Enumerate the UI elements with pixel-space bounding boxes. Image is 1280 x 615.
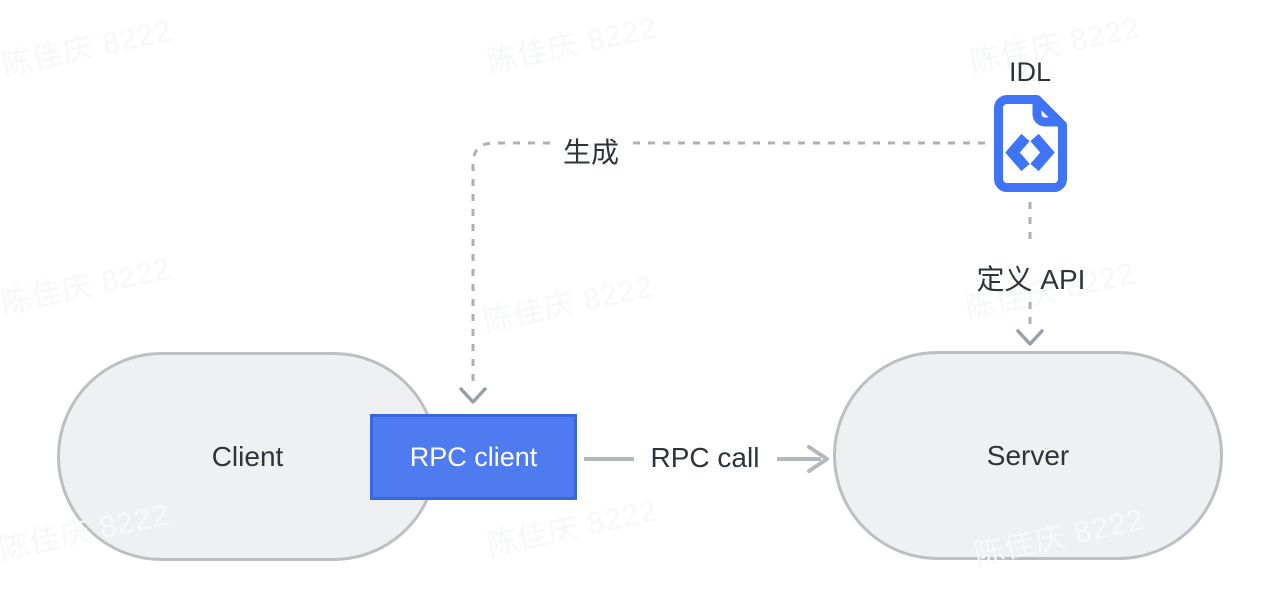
watermark: 陈佳庆 8222 — [0, 252, 175, 321]
dogear-fold — [1032, 101, 1059, 127]
rpc-client-box-label: RPC client — [409, 441, 538, 472]
server-node: Server — [833, 351, 1223, 560]
watermark: 陈佳庆 8222 — [0, 252, 175, 321]
define-api-edge-arrowhead — [1016, 329, 1044, 346]
watermark: 陈佳庆 8222 — [0, 14, 176, 83]
generate-edge-arrowhead — [459, 387, 487, 404]
watermark: 陈佳庆 8222 — [0, 14, 176, 83]
watermark: 陈佳庆 8222 — [480, 270, 657, 339]
rpc-call-edge-label: RPC call — [650, 442, 760, 473]
watermark: 陈佳庆 8222 — [480, 270, 657, 339]
client-node-label: Client — [211, 440, 284, 472]
watermark: 陈佳庆 8222 — [484, 11, 661, 80]
code-chevron-left — [1005, 133, 1030, 172]
code-chevron-right — [1030, 133, 1055, 172]
server-node-label: Server — [986, 439, 1070, 471]
generate-edge-label: 生成 — [562, 137, 619, 168]
define-api-edge-label: 定义 API — [976, 264, 1086, 295]
rpc-call-edge-arrowhead — [807, 445, 829, 473]
code-file-icon — [994, 95, 1067, 192]
idl-node-label: IDL — [1008, 57, 1052, 87]
watermark: 陈佳庆 8222 — [484, 11, 661, 80]
generate-edge-line-left — [471, 141, 550, 384]
rpc-client-box: RPC client — [370, 414, 577, 500]
